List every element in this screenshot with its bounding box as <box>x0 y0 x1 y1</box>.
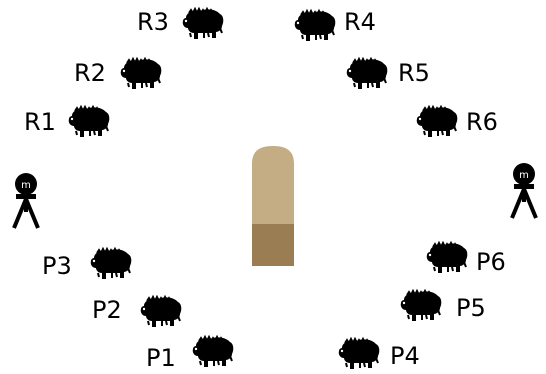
label-r6: R6 <box>466 110 498 134</box>
tripod-target-left-icon: m <box>6 172 46 230</box>
bison-icon <box>344 56 390 90</box>
label-p6: P6 <box>476 250 506 274</box>
bison-icon <box>118 56 164 90</box>
bison-icon <box>180 6 226 40</box>
bison-icon <box>336 336 382 370</box>
label-r1: R1 <box>24 110 56 134</box>
label-p4: P4 <box>390 344 420 368</box>
label-p5: P5 <box>456 296 486 320</box>
label-p2: P2 <box>92 298 122 322</box>
bison-icon <box>138 294 184 328</box>
label-r3: R3 <box>137 10 169 34</box>
tripod-target-right-icon: m <box>504 162 544 220</box>
label-p1: P1 <box>146 346 176 370</box>
bison-icon <box>292 8 338 42</box>
bison-icon <box>424 240 470 274</box>
post-icon <box>250 146 296 266</box>
svg-text:m: m <box>519 170 529 181</box>
svg-text:m: m <box>21 180 31 191</box>
bison-icon <box>398 288 444 322</box>
label-r4: R4 <box>344 10 376 34</box>
bison-icon <box>414 104 460 138</box>
bison-icon <box>66 104 112 138</box>
bison-icon <box>190 334 236 368</box>
label-p3: P3 <box>42 254 72 278</box>
bison-icon <box>88 246 134 280</box>
label-r5: R5 <box>398 61 430 85</box>
label-r2: R2 <box>74 61 106 85</box>
